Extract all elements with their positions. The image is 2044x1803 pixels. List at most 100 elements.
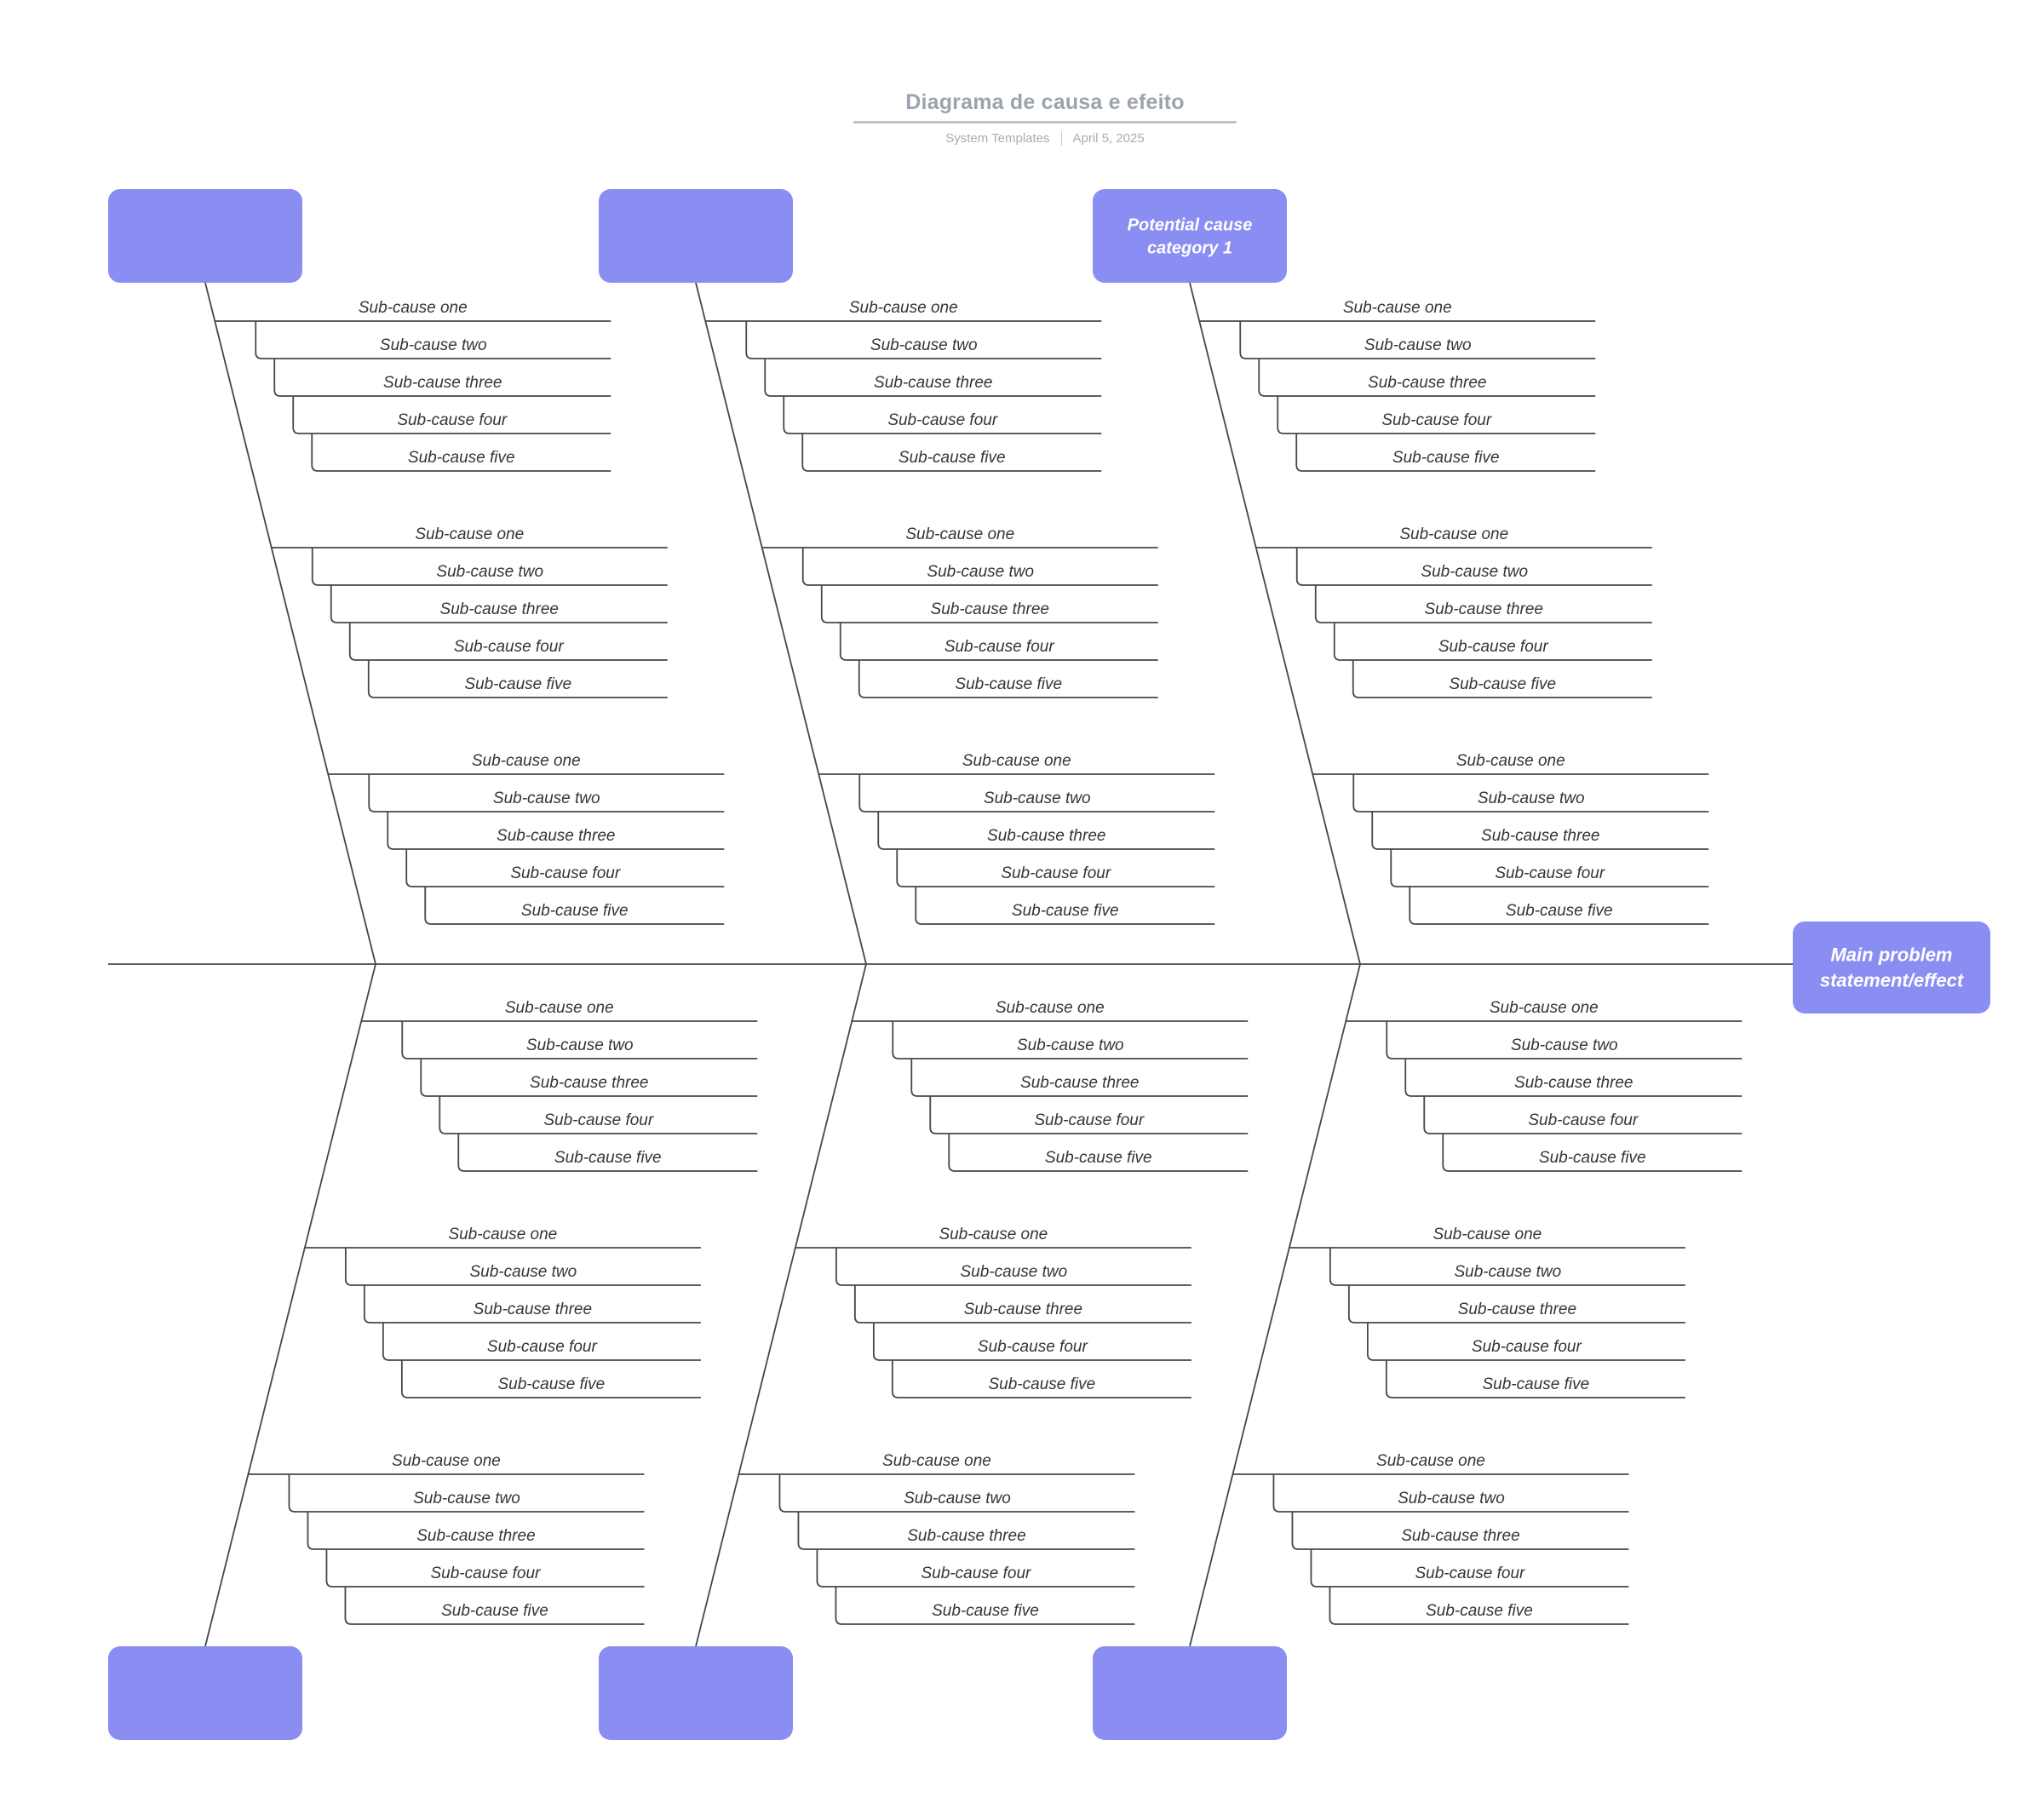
category-box-top-1[interactable] bbox=[108, 189, 302, 283]
subcause-label[interactable]: Sub-cause one bbox=[849, 299, 958, 317]
subcause-label[interactable]: Sub-cause three bbox=[1368, 374, 1486, 392]
subcause-label[interactable]: Sub-cause two bbox=[413, 1490, 520, 1507]
subcause-label[interactable]: Sub-cause five bbox=[464, 675, 571, 693]
subcause-label[interactable]: Sub-cause one bbox=[1343, 299, 1452, 317]
subcause-label[interactable]: Sub-cause four bbox=[887, 411, 998, 429]
subcause-label[interactable]: Sub-cause three bbox=[874, 374, 992, 392]
subcause-label[interactable]: Sub-cause five bbox=[1539, 1149, 1646, 1167]
subcause-label[interactable]: Sub-cause one bbox=[962, 752, 1071, 770]
subcause-label[interactable]: Sub-cause two bbox=[1017, 1036, 1124, 1054]
subcause-label[interactable]: Sub-cause five bbox=[1506, 902, 1613, 920]
main-effect-box[interactable] bbox=[1793, 922, 1990, 1013]
subcause-label[interactable]: Sub-cause three bbox=[1401, 1527, 1519, 1545]
subcause-label[interactable]: Sub-cause five bbox=[408, 449, 515, 467]
subcause-label[interactable]: Sub-cause three bbox=[474, 1301, 592, 1318]
subcause-label[interactable]: Sub-cause two bbox=[1455, 1263, 1562, 1281]
category-box-top-3[interactable] bbox=[1093, 189, 1287, 283]
subcause-label[interactable]: Sub-cause five bbox=[441, 1602, 548, 1620]
subcause-label[interactable]: Sub-cause five bbox=[989, 1375, 1096, 1393]
subcause-label[interactable]: Sub-cause one bbox=[472, 752, 581, 770]
subcause-label[interactable]: Sub-cause five bbox=[1449, 675, 1556, 693]
category-box-top-2[interactable] bbox=[599, 189, 793, 283]
subcause-label[interactable]: Sub-cause one bbox=[415, 525, 524, 543]
subcause-label[interactable]: Sub-cause three bbox=[1020, 1074, 1139, 1092]
subcause-label[interactable]: Sub-cause two bbox=[493, 790, 600, 807]
category-box-bottom-3[interactable] bbox=[1093, 1646, 1287, 1740]
subcause-label[interactable]: Sub-cause two bbox=[961, 1263, 1068, 1281]
subcause-label[interactable]: Sub-cause two bbox=[436, 563, 543, 581]
subcause-label[interactable]: Sub-cause four bbox=[1381, 411, 1492, 429]
category-box-bottom-1[interactable] bbox=[108, 1646, 302, 1740]
subcause-label[interactable]: Sub-cause five bbox=[521, 902, 629, 920]
subcause-connector-top-1-3-4 bbox=[405, 849, 725, 887]
subcause-label[interactable]: Sub-cause one bbox=[905, 525, 1014, 543]
subcause-label[interactable]: Sub-cause two bbox=[927, 563, 1034, 581]
subcause-label[interactable]: Sub-cause three bbox=[931, 600, 1049, 618]
subcause-label[interactable]: Sub-cause four bbox=[944, 638, 1055, 656]
subcause-label[interactable]: Sub-cause two bbox=[1421, 563, 1528, 581]
subcause-label[interactable]: Sub-cause one bbox=[1433, 1226, 1542, 1243]
subcause-label[interactable]: Sub-cause four bbox=[922, 1565, 1032, 1582]
subcause-label[interactable]: Sub-cause one bbox=[939, 1226, 1048, 1243]
subcause-label[interactable]: Sub-cause two bbox=[904, 1490, 1011, 1507]
subcause-label[interactable]: Sub-cause two bbox=[1364, 336, 1472, 354]
subcause-label[interactable]: Sub-cause one bbox=[1490, 999, 1599, 1017]
subcause-label[interactable]: Sub-cause five bbox=[1483, 1375, 1590, 1393]
subcause-label[interactable]: Sub-cause five bbox=[955, 675, 1062, 693]
subcause-label[interactable]: Sub-cause five bbox=[1045, 1149, 1152, 1167]
subcause-label[interactable]: Sub-cause two bbox=[984, 790, 1091, 807]
subcause-label[interactable]: Sub-cause four bbox=[1528, 1111, 1639, 1129]
subcause-label[interactable]: Sub-cause two bbox=[526, 1036, 634, 1054]
subcause-label[interactable]: Sub-cause two bbox=[1478, 790, 1585, 807]
subcause-label[interactable]: Sub-cause three bbox=[530, 1074, 648, 1092]
subcause-label[interactable]: Sub-cause four bbox=[543, 1111, 654, 1129]
subcause-label[interactable]: Sub-cause five bbox=[932, 1602, 1039, 1620]
subcause-label[interactable]: Sub-cause four bbox=[1438, 638, 1549, 656]
subcause-label[interactable]: Sub-cause five bbox=[1012, 902, 1119, 920]
subcause-label[interactable]: Sub-cause three bbox=[907, 1527, 1025, 1545]
subcause-label[interactable]: Sub-cause two bbox=[470, 1263, 577, 1281]
subcause-label[interactable]: Sub-cause five bbox=[1426, 1602, 1533, 1620]
subcause-label[interactable]: Sub-cause one bbox=[882, 1452, 991, 1470]
subcause-label[interactable]: Sub-cause five bbox=[498, 1375, 606, 1393]
subcause-label[interactable]: Sub-cause one bbox=[1456, 752, 1565, 770]
subcause-label[interactable]: Sub-cause three bbox=[987, 827, 1105, 845]
subcause-label[interactable]: Sub-cause one bbox=[448, 1226, 557, 1243]
subcause-label[interactable]: Sub-cause five bbox=[554, 1149, 662, 1167]
subcause-label[interactable]: Sub-cause three bbox=[440, 600, 559, 618]
subcause-label[interactable]: Sub-cause three bbox=[416, 1527, 535, 1545]
subcause-label[interactable]: Sub-cause four bbox=[397, 411, 508, 429]
subcause-label[interactable]: Sub-cause one bbox=[1399, 525, 1508, 543]
subcause-label[interactable]: Sub-cause four bbox=[1472, 1338, 1582, 1356]
subcause-label[interactable]: Sub-cause five bbox=[899, 449, 1006, 467]
subcause-label[interactable]: Sub-cause three bbox=[383, 374, 502, 392]
subcause-label[interactable]: Sub-cause three bbox=[1514, 1074, 1633, 1092]
subcause-label[interactable]: Sub-cause three bbox=[964, 1301, 1082, 1318]
subcause-label[interactable]: Sub-cause two bbox=[870, 336, 978, 354]
category-box-bottom-2[interactable] bbox=[599, 1646, 793, 1740]
subcause-label[interactable]: Sub-cause three bbox=[497, 827, 615, 845]
subcause-label[interactable]: Sub-cause two bbox=[380, 336, 487, 354]
subcause-label[interactable]: Sub-cause five bbox=[1392, 449, 1500, 467]
subcause-label[interactable]: Sub-cause four bbox=[978, 1338, 1088, 1356]
subcause-label[interactable]: Sub-cause one bbox=[392, 1452, 501, 1470]
subcause-label[interactable]: Sub-cause two bbox=[1511, 1036, 1618, 1054]
subcause-label[interactable]: Sub-cause four bbox=[454, 638, 565, 656]
subcause-label[interactable]: Sub-cause four bbox=[1034, 1111, 1145, 1129]
subcause-label[interactable]: Sub-cause one bbox=[1376, 1452, 1485, 1470]
subcause-label[interactable]: Sub-cause four bbox=[1001, 864, 1111, 882]
subcause-label[interactable]: Sub-cause four bbox=[431, 1565, 542, 1582]
subcause-label[interactable]: Sub-cause four bbox=[1415, 1565, 1526, 1582]
subcause-label[interactable]: Sub-cause four bbox=[487, 1338, 598, 1356]
subcause-label[interactable]: Sub-cause three bbox=[1481, 827, 1599, 845]
subcause-label[interactable]: Sub-cause one bbox=[996, 999, 1105, 1017]
subcause-label[interactable]: Sub-cause one bbox=[505, 999, 614, 1017]
subcause-label[interactable]: Sub-cause two bbox=[1398, 1490, 1505, 1507]
subcause-label[interactable]: Sub-cause four bbox=[1495, 864, 1605, 882]
subcause-label[interactable]: Sub-cause three bbox=[1458, 1301, 1576, 1318]
subcause-label[interactable]: Sub-cause one bbox=[359, 299, 468, 317]
subcause-label[interactable]: Sub-cause three bbox=[1425, 600, 1543, 618]
subcause-label[interactable]: Sub-cause four bbox=[510, 864, 621, 882]
